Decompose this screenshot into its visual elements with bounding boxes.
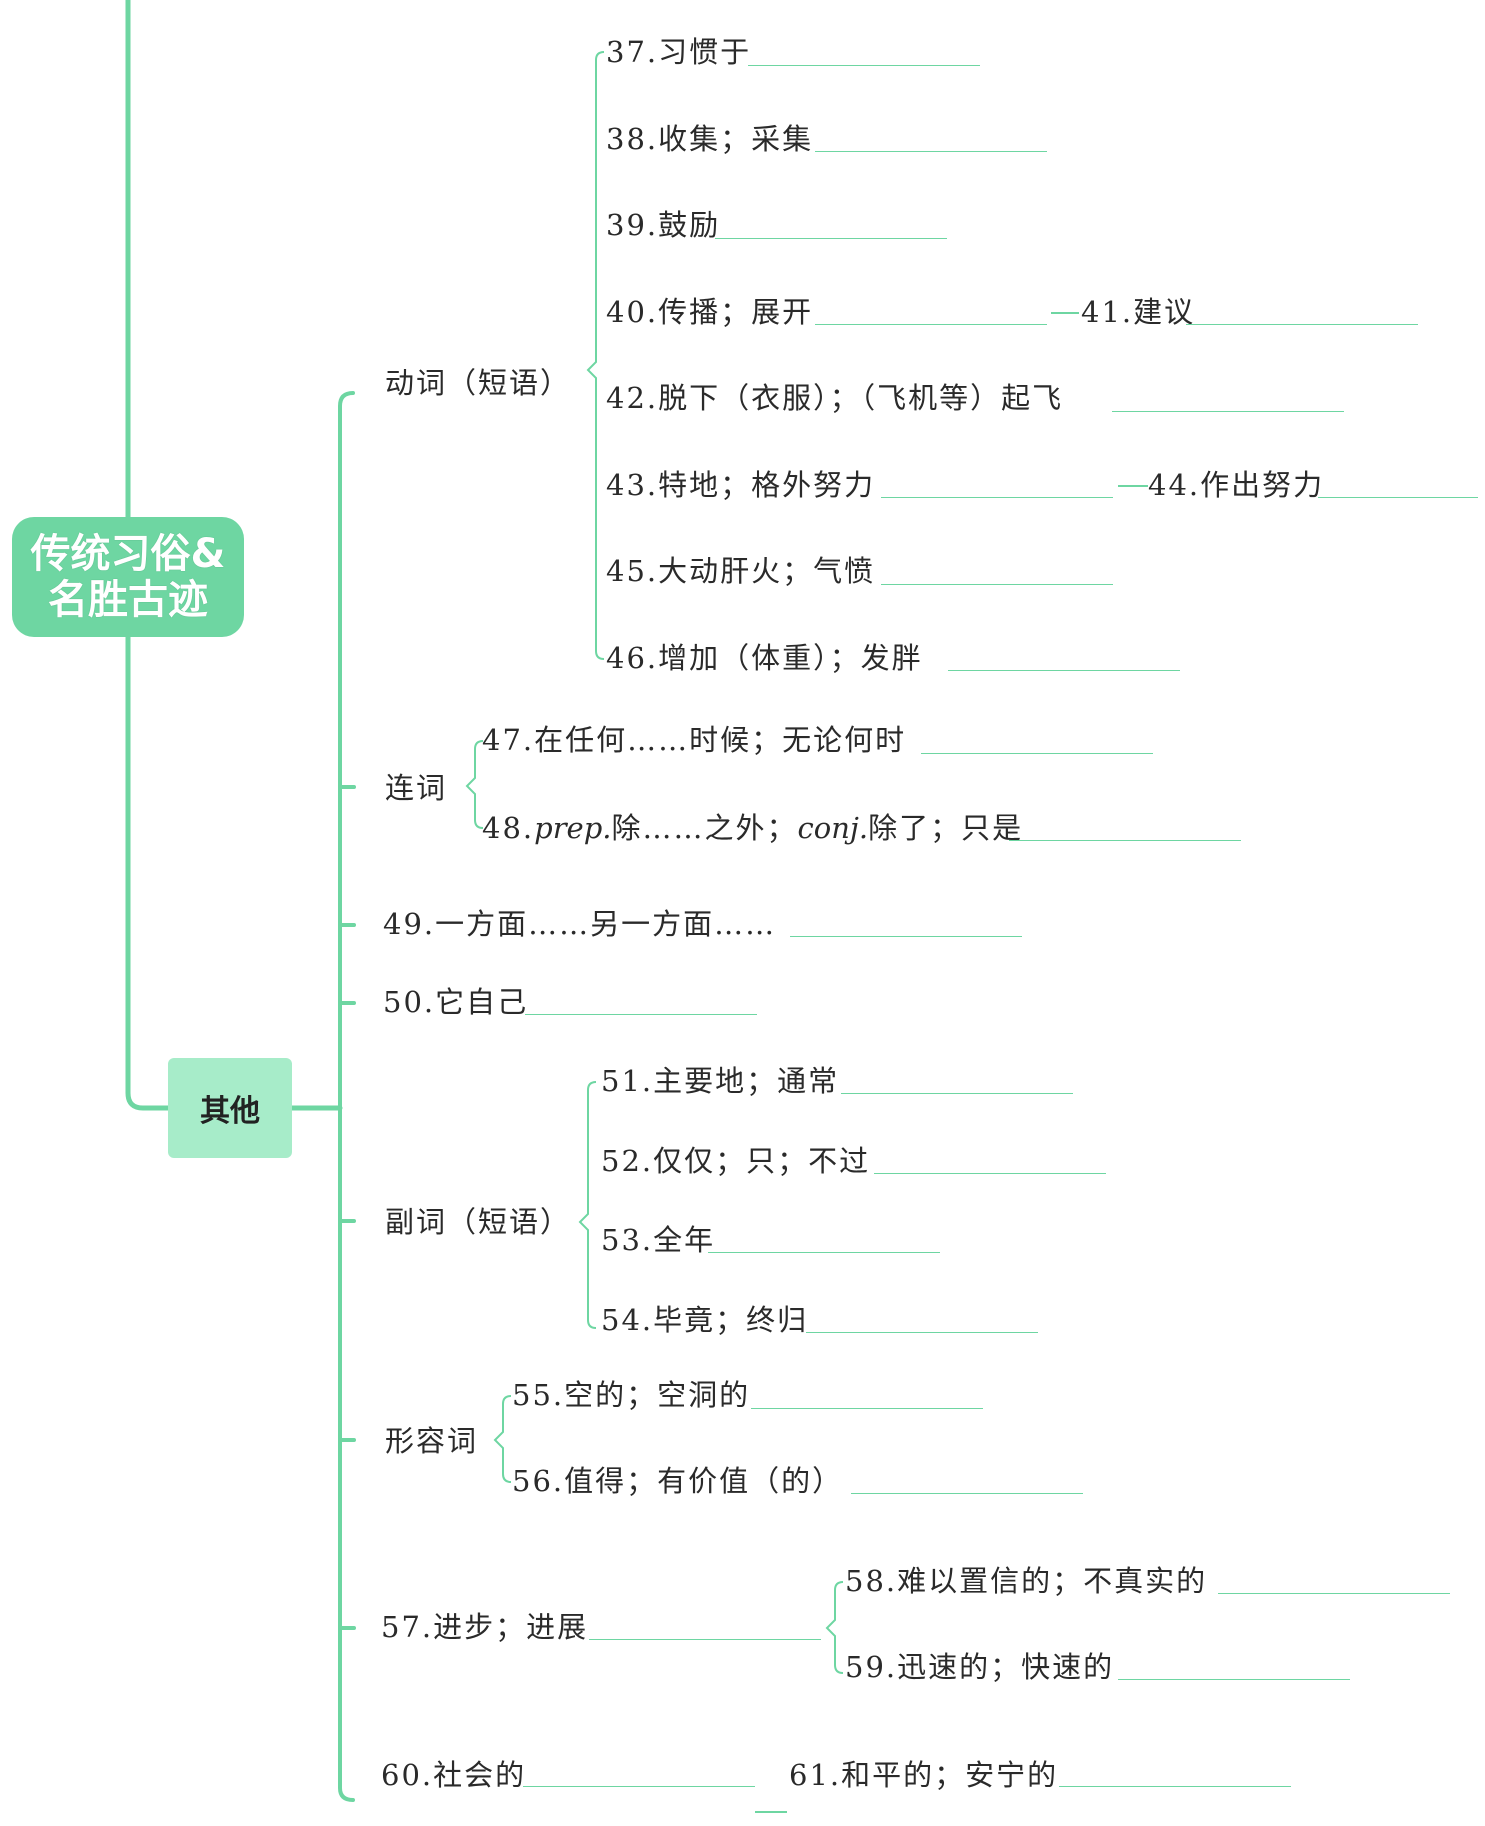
root-title-line2: 名胜古迹 — [48, 577, 208, 623]
item-46: 46.增加（体重）；发胖 — [606, 641, 923, 675]
item-53: 53.全年 — [601, 1223, 716, 1257]
item-60: 60.社会的 — [381, 1758, 527, 1792]
answer-blank-52[interactable] — [874, 1173, 1106, 1174]
answer-blank-59[interactable] — [1118, 1679, 1350, 1680]
answer-blank-61[interactable] — [1059, 1786, 1291, 1787]
item-61: 61.和平的；安宁的 — [789, 1758, 1059, 1792]
answer-blank-42[interactable] — [1112, 411, 1344, 412]
answer-blank-46[interactable] — [948, 670, 1180, 671]
item-47: 47.在任何……时候；无论何时 — [482, 723, 907, 757]
answer-blank-45[interactable] — [881, 584, 1113, 585]
item-48-meaning-conj: 除了；只是 — [868, 811, 1024, 845]
item-55: 55.空的；空洞的 — [512, 1378, 751, 1412]
sub-node-label: 其他 — [200, 1094, 260, 1129]
answer-blank-57[interactable] — [589, 1639, 821, 1640]
item-58: 58.难以置信的；不真实的 — [845, 1564, 1208, 1598]
answer-blank-43[interactable] — [881, 497, 1113, 498]
answer-blank-37[interactable] — [748, 65, 980, 66]
item-54: 54.毕竟；终归 — [601, 1303, 809, 1337]
item-37: 37.习惯于 — [606, 35, 752, 69]
category-adverb: 副词（短语） — [385, 1205, 572, 1239]
item-39: 39.鼓励 — [606, 208, 721, 242]
answer-blank-55[interactable] — [751, 1408, 983, 1409]
sub-node-other: 其他 — [168, 1058, 292, 1158]
item-51: 51.主要地；通常 — [601, 1064, 840, 1098]
item-42: 42.脱下（衣服）；（飞机等）起飞 — [606, 381, 1064, 415]
item-40: 40.传播；展开 — [606, 295, 814, 329]
item-44: 44.作出努力 — [1148, 468, 1325, 502]
item-48: 48.prep.除……之外；conj.除了；只是 — [482, 810, 1023, 846]
item-48-pos-conj: conj. — [797, 811, 869, 845]
item-48-pos-prep: prep. — [534, 811, 612, 845]
answer-blank-53[interactable] — [708, 1252, 940, 1253]
answer-blank-60[interactable] — [523, 1786, 755, 1787]
answer-blank-39[interactable] — [715, 238, 947, 239]
category-adjective: 形容词 — [385, 1424, 479, 1458]
item-48-meaning-prep: 除……之外； — [611, 811, 798, 845]
item-45: 45.大动肝火；气愤 — [606, 554, 876, 588]
answer-blank-49[interactable] — [790, 936, 1022, 937]
answer-blank-48[interactable] — [1009, 840, 1241, 841]
item-59: 59.迅速的；快速的 — [845, 1650, 1115, 1684]
answer-blank-51[interactable] — [841, 1093, 1073, 1094]
answer-blank-47[interactable] — [921, 753, 1153, 754]
category-conj: 连词 — [385, 771, 448, 805]
answer-blank-44[interactable] — [1318, 497, 1478, 498]
answer-blank-56[interactable] — [851, 1493, 1083, 1494]
category-verb: 动词（短语） — [385, 366, 572, 400]
answer-blank-38[interactable] — [815, 151, 1047, 152]
item-52: 52.仅仅；只；不过 — [601, 1144, 871, 1178]
item-43: 43.特地；格外努力 — [606, 468, 876, 502]
item-56: 56.值得；有价值（的） — [512, 1464, 844, 1498]
root-title-line1: 传统习俗& — [30, 531, 226, 577]
item-48-number: 48. — [482, 811, 535, 845]
answer-blank-54[interactable] — [806, 1332, 1038, 1333]
item-38: 38.收集；采集 — [606, 122, 814, 156]
answer-blank-40[interactable] — [815, 324, 1047, 325]
answer-blank-41[interactable] — [1186, 324, 1418, 325]
answer-blank-50[interactable] — [525, 1014, 757, 1015]
item-41: 41.建议 — [1081, 295, 1196, 329]
answer-blank-58[interactable] — [1218, 1593, 1450, 1594]
root-node: 传统习俗& 名胜古迹 — [12, 517, 244, 637]
item-57: 57.进步；进展 — [381, 1610, 589, 1644]
item-49: 49.一方面……另一方面…… — [383, 907, 777, 941]
item-50: 50.它自己 — [383, 985, 529, 1019]
